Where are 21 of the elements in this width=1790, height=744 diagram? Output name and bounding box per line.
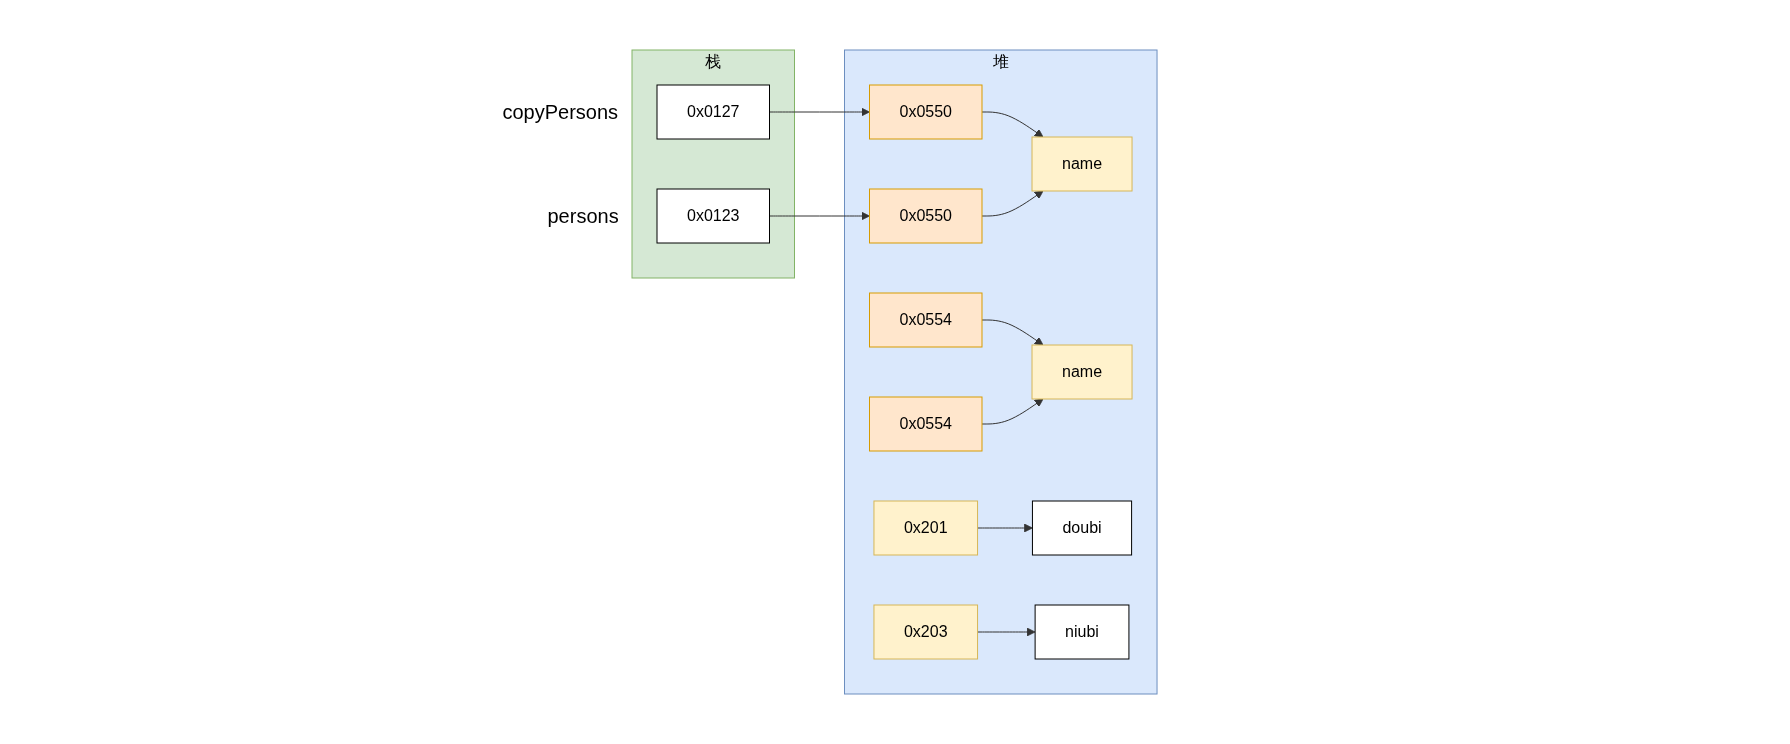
node-box: 0x203 xyxy=(873,604,979,660)
node-box: 0x0550 xyxy=(869,188,983,244)
arrow xyxy=(982,190,1044,217)
variable-name: copyPersons xyxy=(502,100,619,124)
arrow xyxy=(982,398,1044,425)
node-box: 0x0554 xyxy=(869,396,983,452)
node-box: 0x0550 xyxy=(869,84,983,140)
node-box: 0x0554 xyxy=(869,292,983,348)
node-box: name xyxy=(1032,344,1133,400)
arrow xyxy=(977,627,1036,637)
node-box: doubi xyxy=(1032,500,1133,556)
node-box: name xyxy=(1032,136,1133,192)
arrow xyxy=(982,319,1044,346)
arrow xyxy=(769,211,871,221)
node-box: niubi xyxy=(1035,604,1130,660)
arrow xyxy=(769,107,871,117)
node-box: 0x0123 xyxy=(657,188,771,244)
variable-name: persons xyxy=(547,204,619,228)
node-box: 0x0127 xyxy=(657,84,771,140)
node-box: 0x201 xyxy=(873,500,979,556)
arrow xyxy=(982,111,1044,138)
